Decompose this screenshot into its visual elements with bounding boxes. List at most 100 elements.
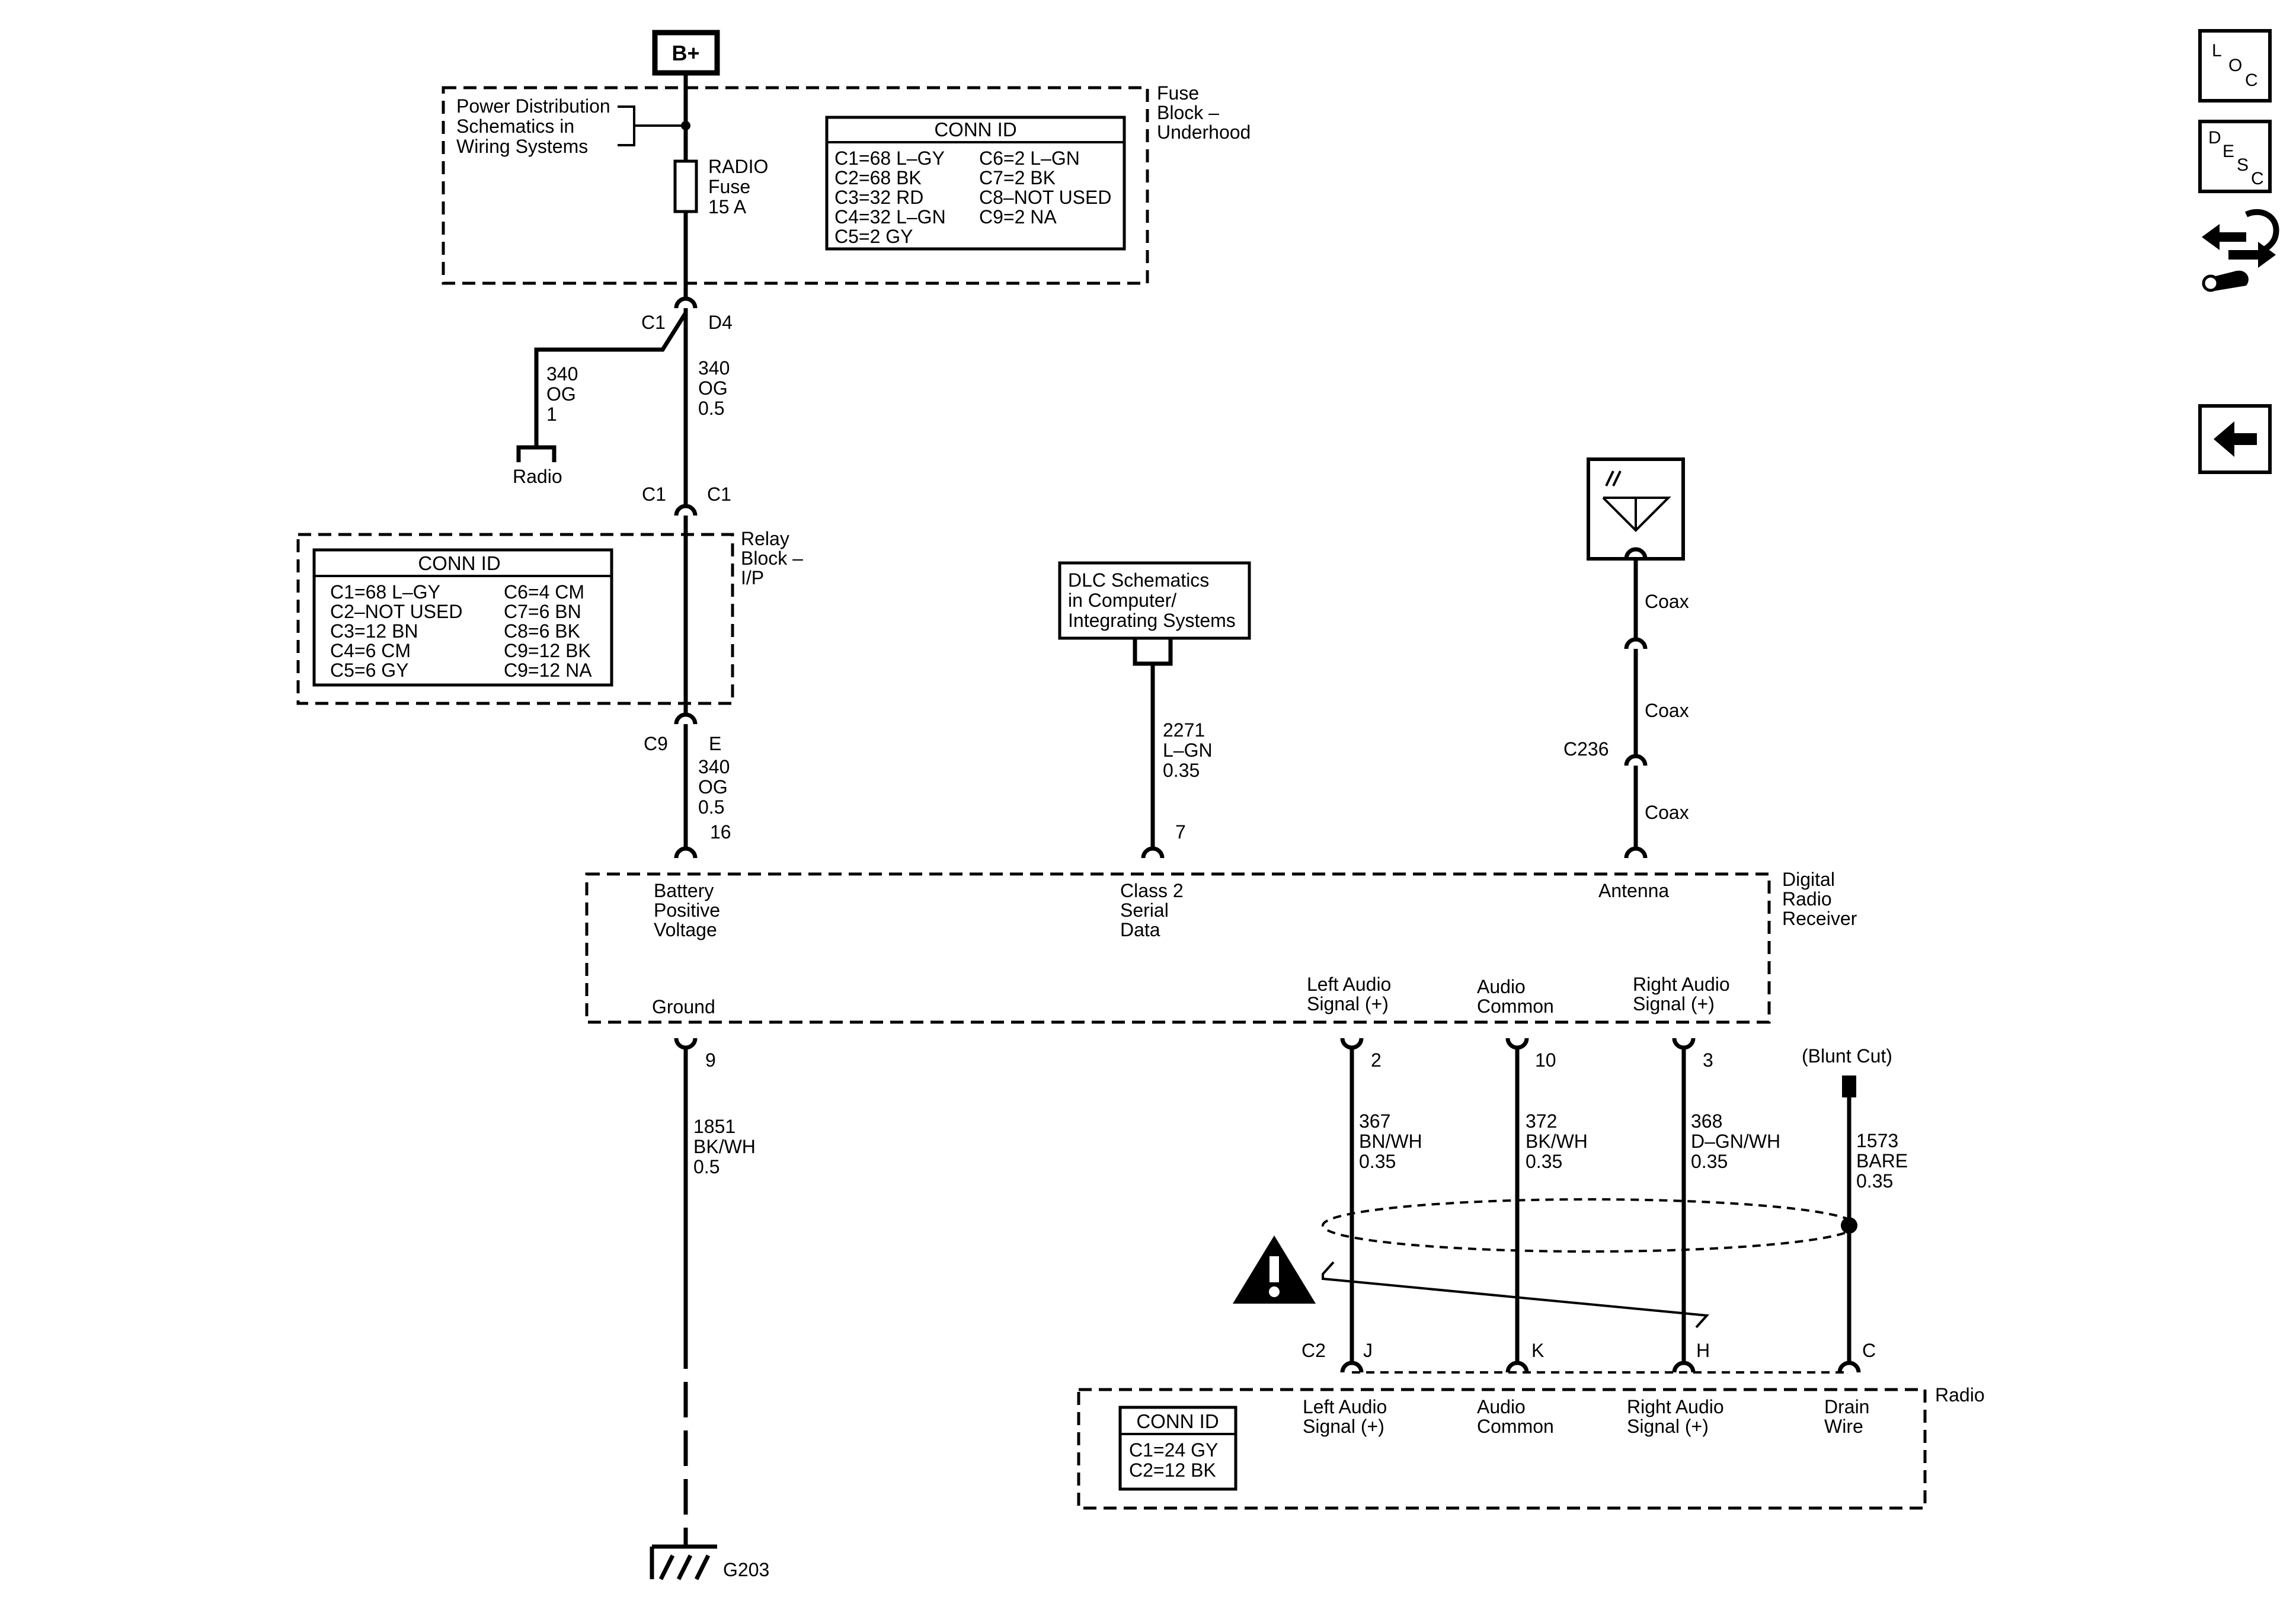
wire-circuit: 340 [698, 357, 730, 379]
conn-row: C9=12 NA [504, 660, 592, 681]
terminal-label: Drain [1824, 1396, 1869, 1417]
wire-color: OG [698, 776, 728, 798]
wire-circuit: 340 [698, 756, 730, 777]
connector-label: C9 [644, 733, 668, 754]
receiver-pin-16: 16 [674, 821, 731, 859]
wire-circuit: 1851 [693, 1116, 736, 1137]
wire-size: 1 [546, 404, 557, 425]
coax-label: Coax [1645, 700, 1689, 721]
dlc-line3: Integrating Systems [1068, 610, 1236, 631]
description-button[interactable]: D E S C [2198, 120, 2272, 193]
terminal-label: Signal (+) [1627, 1416, 1709, 1437]
conn-row: C6=4 CM [504, 581, 584, 603]
fuse-block-label: Fuse Block – Underhood [1157, 82, 1251, 143]
pin-label: 16 [710, 821, 731, 843]
pin-label: 10 [1535, 1049, 1556, 1071]
receiver-pin-2: 2 [1340, 1038, 1382, 1071]
wire-color: OG [698, 377, 728, 399]
conn-id-title: CONN ID [418, 552, 500, 574]
receiver-terminal-labels: Battery Positive Voltage Class 2 Serial … [652, 880, 1730, 1017]
pin-label: 7 [1175, 821, 1186, 843]
pd-ref-line3: Wiring Systems [456, 136, 588, 157]
connector-label: D4 [708, 312, 733, 333]
battery-positive-source: B+ [652, 30, 720, 76]
receiver-pin-7: 7 [1141, 821, 1186, 859]
connector-relay-c1: C1 C1 [642, 484, 731, 516]
wire-size: 0.35 [1856, 1170, 1893, 1192]
relay-block-label: Relay Block – I/P [741, 528, 803, 588]
terminal-label: Data [1120, 919, 1160, 940]
class2-wire-label: 2271 L–GN 0.35 [1163, 719, 1213, 781]
conn-row: C5=2 GY [834, 226, 913, 247]
terminal-label: Class 2 [1120, 880, 1184, 901]
connector-label: H [1696, 1340, 1710, 1361]
relay-label-line1: Relay [741, 528, 789, 549]
conn-row: C2=68 BK [834, 167, 922, 188]
terminal-label: Signal (+) [1303, 1416, 1384, 1437]
connector-label: K [1531, 1340, 1544, 1361]
terminal-label: Audio [1477, 976, 1526, 997]
dlc-line2: in Computer/ [1068, 590, 1176, 611]
conn-row: C9=12 BK [504, 640, 591, 661]
power-distribution-reference: Power Distribution Schematics in Wiring … [456, 95, 686, 157]
coax-label: Coax [1645, 591, 1689, 612]
desc-letter: E [2223, 142, 2234, 161]
wire-circuit: 2271 [1163, 719, 1205, 741]
location-button[interactable]: L O C [2198, 29, 2272, 103]
fuse-block-line1: Fuse [1157, 82, 1199, 104]
conn-row: C6=2 L–GN [979, 148, 1080, 169]
conn-row: C4=32 L–GN [834, 206, 946, 228]
receiver-pin-3: 3 [1672, 1038, 1713, 1071]
relay-label-line3: I/P [741, 567, 764, 588]
conn-row: C2–NOT USED [330, 601, 462, 622]
cable-shield [1322, 1198, 1857, 1253]
relay-conn-id-table: CONN ID C1=68 L–GY C2–NOT USED C3=12 BN … [312, 548, 613, 687]
pd-ref-line2: Schematics in [456, 116, 574, 137]
dlc-line1: DLC Schematics [1068, 569, 1209, 591]
connector-label: C1 [642, 484, 666, 505]
fuse-block-line2: Block – [1157, 102, 1219, 123]
wire-circuit: 340 [546, 363, 578, 385]
connector-label: C2 [1302, 1340, 1326, 1361]
wire-size: 0.5 [698, 796, 724, 818]
connector-c9-e: C9 E [644, 712, 721, 754]
repair-procedure-icon[interactable] [2202, 209, 2279, 292]
wire-size: 0.35 [1526, 1151, 1562, 1172]
conn-id-title: CONN ID [1136, 1410, 1219, 1432]
terminal-label: Left Audio [1307, 974, 1391, 995]
terminal-label: Antenna [1598, 880, 1669, 901]
radio-label: Radio [1935, 1384, 1985, 1406]
wire-circuit: 367 [1359, 1110, 1390, 1132]
conn-row: C8–NOT USED [979, 187, 1111, 208]
conn-row: C3=32 RD [834, 187, 923, 208]
terminal-label: Common [1477, 1416, 1554, 1437]
fuse-block-line3: Underhood [1157, 121, 1251, 143]
fuse-block-outline [442, 86, 1149, 285]
caution-icon [1233, 1235, 1316, 1304]
fuse-label-line3: 15 A [708, 196, 747, 217]
wire-size: 0.5 [698, 398, 724, 419]
wire-color: BARE [1856, 1150, 1908, 1172]
wire-size: 0.35 [1359, 1151, 1396, 1172]
conn-row: C4=6 CM [330, 640, 411, 661]
wire-size: 0.35 [1163, 760, 1200, 781]
terminal-label: Wire [1824, 1416, 1863, 1437]
radio-branch-wire [534, 312, 687, 447]
terminal-label: Serial [1120, 900, 1169, 921]
conn-row: C1=68 L–GY [330, 581, 440, 603]
radio-branch-terminal [516, 445, 557, 462]
connector-c1-d4: C1 D4 [641, 296, 733, 333]
audio-wire-labels: 367 BN/WH 0.35 372 BK/WH 0.35 368 D–GN/W… [1359, 1110, 1908, 1192]
relay-label-line2: Block – [741, 548, 803, 569]
connector-label: E [709, 733, 721, 754]
connector-label: C [1862, 1340, 1876, 1361]
receiver-pin-9: 9 [674, 1038, 716, 1071]
back-arrow-button[interactable] [2198, 404, 2272, 474]
radio-branch-label: 340 OG 1 Radio [513, 363, 578, 487]
desc-letter: D [2208, 128, 2221, 148]
wire-color: OG [546, 383, 576, 405]
radio-terminal-labels: Left Audio Signal (+) Audio Common Right… [1303, 1396, 1869, 1437]
fuse-label-line1: RADIO [708, 156, 768, 177]
blunt-cut-end [1842, 1076, 1856, 1097]
receiver-label-line3: Receiver [1782, 908, 1857, 929]
